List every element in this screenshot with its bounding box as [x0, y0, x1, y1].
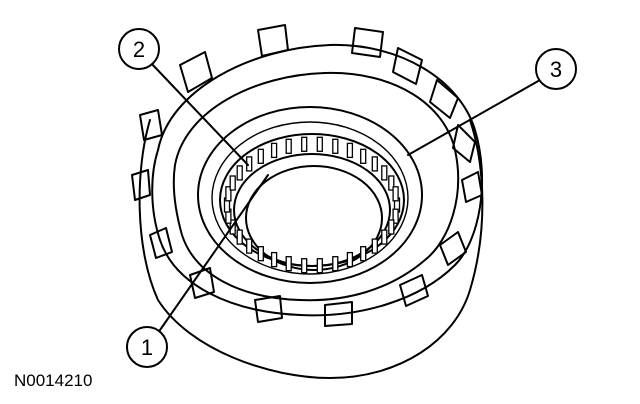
- bearing-roller: [236, 165, 243, 181]
- bearing-roller: [246, 238, 253, 254]
- bearing-roller: [285, 256, 292, 272]
- bearing-roller: [285, 138, 292, 154]
- drum-rim-outer: [151, 43, 484, 317]
- bearing-roller: [388, 175, 395, 191]
- leader-line-2: [149, 61, 249, 166]
- bearing-roller: [371, 238, 378, 254]
- drum-outer-wall: [138, 119, 484, 379]
- bearing-roller: [257, 148, 264, 164]
- drum-rim-inner: [172, 71, 460, 302]
- bearing-roller: [236, 229, 243, 245]
- callout-2-label: 2: [133, 37, 145, 62]
- bearing-roller: [371, 156, 378, 172]
- bearing-roller: [257, 246, 264, 262]
- bearing-roller: [360, 246, 367, 262]
- callout-1-label: 1: [141, 335, 153, 360]
- inner-ring-outer: [197, 106, 423, 284]
- bearing-roller: [381, 165, 388, 181]
- bearing-roller: [316, 136, 323, 152]
- inner-ring-step: [211, 121, 409, 275]
- bearing-roller: [332, 256, 339, 272]
- callout-2: 2: [118, 28, 160, 70]
- bearing-roller: [316, 258, 323, 274]
- bearing-roller: [346, 251, 354, 268]
- bearing-roller: [332, 138, 339, 154]
- bearing-roller: [225, 186, 232, 202]
- callout-3-label: 3: [550, 57, 562, 82]
- callout-3: 3: [535, 48, 577, 90]
- leader-line-3: [407, 79, 541, 156]
- bearing-roller: [360, 148, 367, 164]
- bearing-roller: [229, 175, 236, 191]
- bearing-roller: [392, 186, 399, 202]
- bearing-roller: [301, 258, 308, 274]
- bearing-roller: [270, 142, 278, 159]
- bearing-roller: [381, 229, 388, 245]
- bearing-roller: [301, 136, 308, 152]
- bearing-roller: [392, 208, 399, 224]
- bearing-roller: [270, 251, 278, 268]
- drum-tabs: [131, 24, 483, 327]
- bearing-roller: [346, 142, 354, 159]
- bearing-roller: [388, 219, 395, 235]
- bearing-rollers: [223, 136, 401, 274]
- bearing-race-inner: [233, 153, 391, 267]
- callout-1: 1: [126, 326, 168, 368]
- figure-id-label: N0014210: [14, 371, 92, 390]
- leader-line-1: [159, 174, 269, 331]
- hub-bore: [245, 165, 383, 271]
